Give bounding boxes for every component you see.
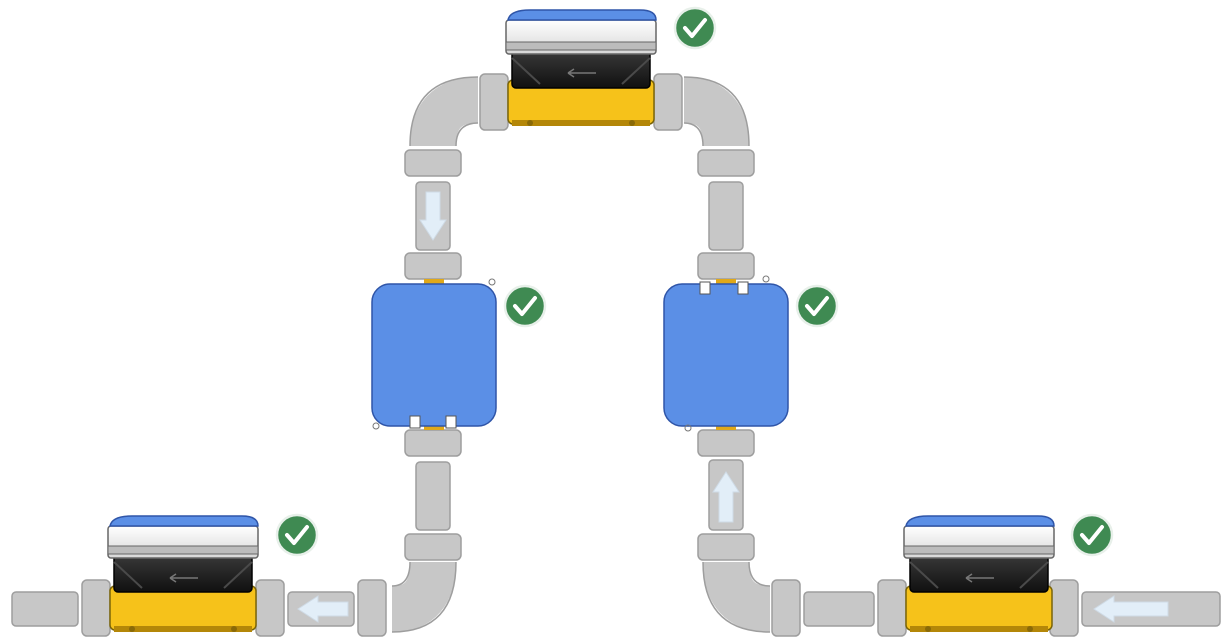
water-meter-bottom-right [903, 515, 1055, 632]
pipe-coupling [771, 579, 801, 637]
pipe-coupling [255, 579, 285, 637]
water-meter-bottom-left [107, 515, 259, 632]
water-meter-top [505, 9, 657, 126]
pipe-coupling [81, 579, 111, 637]
water-meter-vertical-left [371, 278, 497, 430]
pipe-coupling [357, 579, 387, 637]
pipe-coupling [1049, 579, 1079, 637]
pipe-coupling [653, 73, 683, 131]
pipe-segment [803, 591, 875, 627]
flow-arrow-down-icon [419, 191, 447, 241]
pipe-coupling [877, 579, 907, 637]
pipe-coupling [404, 429, 462, 457]
water-meter-vertical-right [663, 275, 789, 432]
pipe-coupling [479, 73, 509, 131]
flow-arrow-left-icon [1093, 595, 1169, 623]
pipe-coupling [404, 252, 462, 280]
pipe-elbow [682, 77, 749, 148]
pipe-coupling [697, 533, 755, 561]
pipe-coupling [404, 533, 462, 561]
pipe-segment [11, 591, 79, 627]
flow-arrow-left-icon [297, 595, 349, 623]
pipe-coupling [697, 149, 755, 177]
pipe-elbow [410, 77, 480, 148]
pipe-elbow [703, 560, 772, 632]
pipe-elbow [390, 560, 456, 632]
flow-arrows [297, 191, 1169, 623]
check-circle-icon [275, 513, 319, 557]
check-circle-icon [795, 284, 839, 328]
pipe-coupling [697, 252, 755, 280]
check-circle-icon [1070, 513, 1114, 557]
pipe-coupling [404, 149, 462, 177]
pipe-coupling [697, 429, 755, 457]
pipe-segment [708, 181, 744, 251]
check-circle-icon [503, 284, 547, 328]
pipe-segment [415, 461, 451, 531]
check-circle-icon [673, 6, 717, 50]
flow-arrow-up-icon [712, 471, 740, 523]
